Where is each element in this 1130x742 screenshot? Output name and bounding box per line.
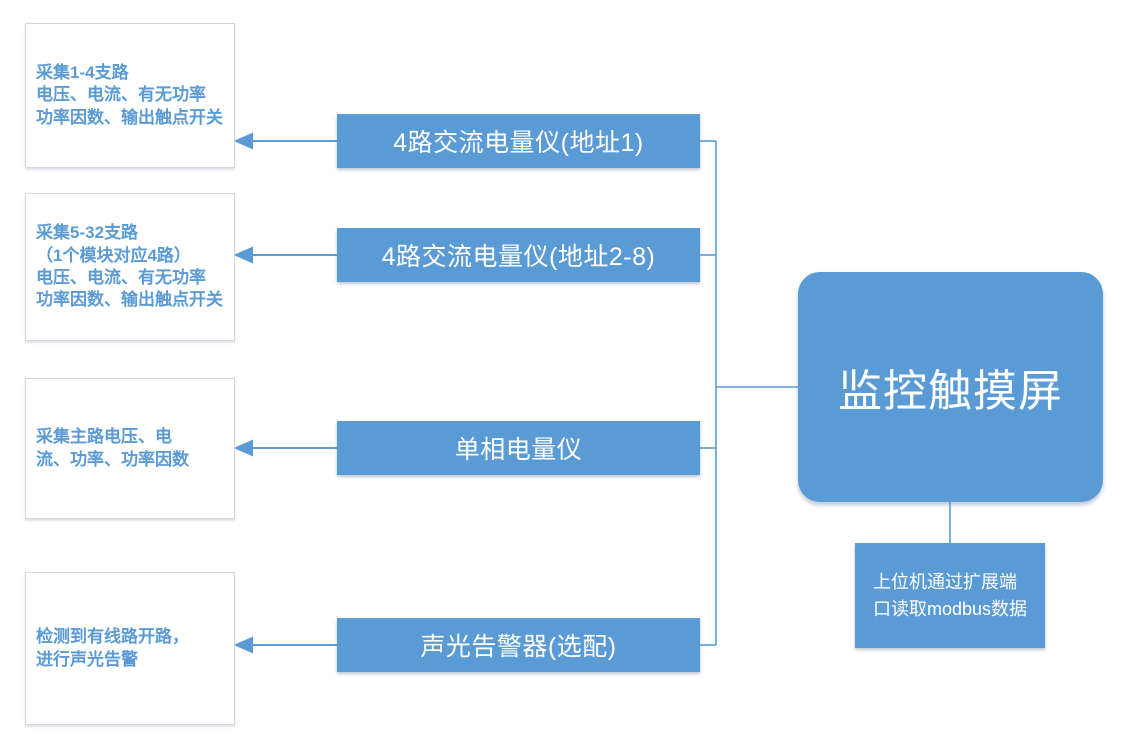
device-box-alarm: 声光告警器(选配) — [337, 618, 700, 672]
note-box-2: 采集5-32支路 （1个模块对应4路） 电压、电流、有无功率 功率因数、输出触点… — [25, 193, 235, 341]
touchscreen-hub-box: 监控触摸屏 — [798, 272, 1103, 502]
device-box-ac-meter-addr2-8: 4路交流电量仪(地址2-8) — [337, 228, 700, 282]
host-modbus-box: 上位机通过扩展端 口读取modbus数据 — [855, 543, 1045, 648]
device-label-1: 4路交流电量仪(地址1) — [393, 129, 644, 157]
device-box-single-phase-meter: 单相电量仪 — [337, 421, 700, 475]
note-text-4: 检测到有线路开路， 进行声光告警 — [36, 627, 189, 669]
note-box-4: 检测到有线路开路， 进行声光告警 — [25, 572, 235, 725]
device-box-ac-meter-addr1: 4路交流电量仪(地址1) — [337, 114, 700, 168]
device-label-4: 声光告警器(选配) — [420, 633, 617, 661]
arrowhead-note-1 — [233, 132, 253, 150]
note-box-1: 采集1-4支路 电压、电流、有无功率 功率因数、输出触点开关 — [25, 23, 235, 168]
arrowhead-note-3 — [233, 439, 253, 457]
note-text-2: 采集5-32支路 （1个模块对应4路） 电压、电流、有无功率 功率因数、输出触点… — [36, 223, 223, 310]
note-box-3: 采集主路电压、电 流、功率、功率因数 — [25, 378, 235, 519]
arrowhead-note-2 — [233, 246, 253, 264]
host-modbus-label: 上位机通过扩展端 口读取modbus数据 — [872, 571, 1028, 619]
device-label-2: 4路交流电量仪(地址2-8) — [381, 243, 656, 271]
arrowhead-note-4 — [233, 636, 253, 654]
touchscreen-hub-label: 监控触摸屏 — [838, 367, 1063, 416]
note-text-1: 采集1-4支路 电压、电流、有无功率 功率因数、输出触点开关 — [36, 62, 223, 127]
note-text-3: 采集主路电压、电 流、功率、功率因数 — [36, 427, 189, 469]
device-label-3: 单相电量仪 — [454, 436, 583, 464]
